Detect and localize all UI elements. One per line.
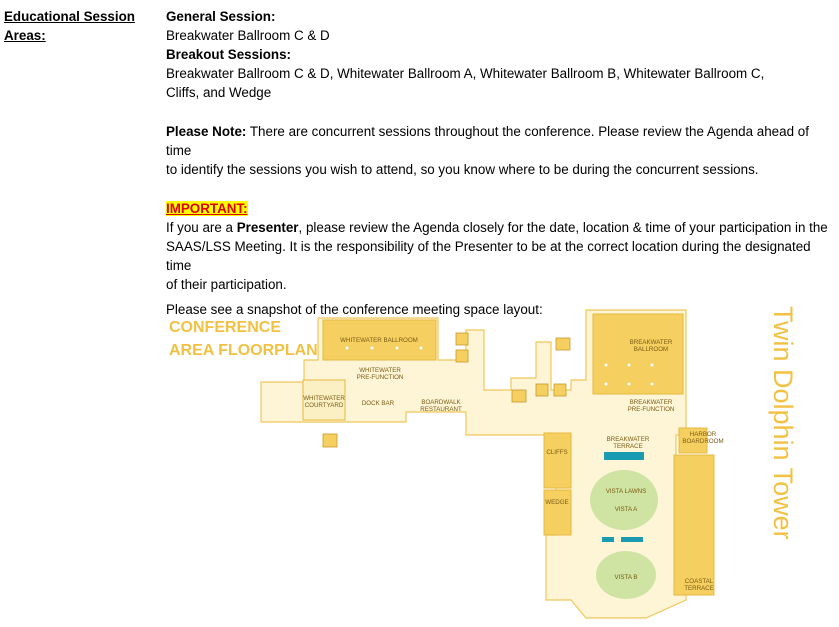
label-ww-prefunction-1: WHITEWATER	[359, 367, 401, 374]
educational-session-areas-label: Educational Session Areas:	[4, 7, 154, 45]
label-bw-ballroom-2: BALLROOM	[634, 346, 668, 353]
room-labels: WHITEWATER BALLROOM WHITEWATER PRE-FUNCT…	[303, 337, 723, 592]
label-coastal-1: COASTAL	[685, 578, 714, 585]
general-session-location: Breakwater Ballroom C & D	[166, 28, 330, 43]
note-line-1: There are concurrent sessions throughout…	[166, 124, 809, 158]
label-ww-prefunction-2: PRE-FUNCTION	[357, 374, 404, 381]
label-bw-ballroom-1: BREAKWATER	[630, 339, 673, 346]
please-note-label: Please Note:	[166, 124, 247, 139]
breakout-line-1: Breakwater Ballroom C & D, Whitewater Ba…	[166, 66, 765, 81]
twin-dolphin-tower-label: Twin Dolphin Tower	[768, 306, 798, 540]
breakwater-ballroom	[592, 313, 684, 395]
floorplan-title-1: CONFERENCE	[169, 319, 281, 336]
label-bw-prefunction-2: PRE-FUNCTION	[628, 406, 675, 413]
please-note-paragraph: Please Note: There are concurrent sessio…	[166, 122, 836, 160]
whitewater-courtyard	[302, 379, 346, 421]
wedge-room	[543, 489, 572, 536]
content-column: General Session: Breakwater Ballroom C &…	[166, 7, 836, 319]
general-session-heading: General Session:	[166, 9, 276, 24]
vista-lawns	[590, 470, 658, 530]
label-bw-terrace-1: BREAKWATER	[607, 436, 650, 443]
conference-floorplan: CONFERENCE AREA FLOORPLAN WHITEWATER BAL…	[166, 300, 836, 624]
presenter-pre: If you are a	[166, 220, 237, 235]
label-whitewater-ballroom: WHITEWATER BALLROOM	[340, 337, 418, 344]
label-boardwalk-2: RESTAURANT	[420, 406, 462, 413]
label-harbor-1: HARBOR	[690, 431, 717, 438]
presenter-line-2: SAAS/LSS Meeting. It is the responsibili…	[166, 239, 811, 273]
pool-left	[602, 537, 614, 542]
restroom-icons	[322, 332, 571, 448]
label-vista-lawns: VISTA LAWNS	[606, 488, 647, 495]
important-heading: IMPORTANT:	[166, 199, 836, 218]
vista-b	[596, 551, 656, 599]
presenter-line-1: If you are a Presenter, please review th…	[166, 218, 836, 237]
label-courtyard-1: WHITEWATER	[303, 395, 345, 402]
label-wedge: WEDGE	[545, 499, 568, 506]
presenter-line-3: of their participation.	[166, 277, 287, 292]
label-vista-a: VISTA A	[615, 506, 638, 513]
label-boardwalk-1: BOARDWALK	[421, 399, 461, 406]
label-line-1: Educational Session	[4, 9, 135, 24]
label-vista-b: VISTA B	[615, 574, 638, 581]
snapshot-text: Please see a snapshot of the conference …	[166, 302, 543, 317]
label-harbor-2: BOARDROOM	[682, 438, 723, 445]
cliffs-room	[543, 432, 572, 489]
floorplan-title-2: AREA FLOORPLAN	[169, 342, 318, 359]
label-courtyard-2: COURTYARD	[305, 402, 344, 409]
breakout-sessions-heading: Breakout Sessions:	[166, 47, 292, 62]
label-bw-terrace-2: TERRACE	[613, 443, 643, 450]
presenter-word: Presenter	[236, 220, 299, 235]
label-bw-prefunction-1: BREAKWATER	[630, 399, 673, 406]
pool-right	[621, 537, 643, 542]
presenter-rest: , please review the Agenda closely for t…	[298, 220, 828, 235]
floorplan-svg: CONFERENCE AREA FLOORPLAN WHITEWATER BAL…	[169, 306, 798, 619]
label-cliffs: CLIFFS	[546, 449, 567, 456]
harbor-boardroom	[678, 427, 708, 454]
label-line-2: Areas:	[4, 28, 46, 43]
important-label: IMPORTANT:	[166, 201, 248, 216]
whitewater-ballroom	[322, 319, 437, 361]
label-coastal-2: TERRACE	[684, 585, 714, 592]
note-line-2: to identify the sessions you wish to att…	[166, 162, 759, 177]
label-dock-bar: DOCK BAR	[362, 400, 395, 407]
right-terrace	[673, 454, 715, 596]
ballroom-dots	[345, 346, 654, 386]
breakout-line-2: Cliffs, and Wedge	[166, 85, 272, 100]
terrace-pool	[604, 452, 644, 460]
